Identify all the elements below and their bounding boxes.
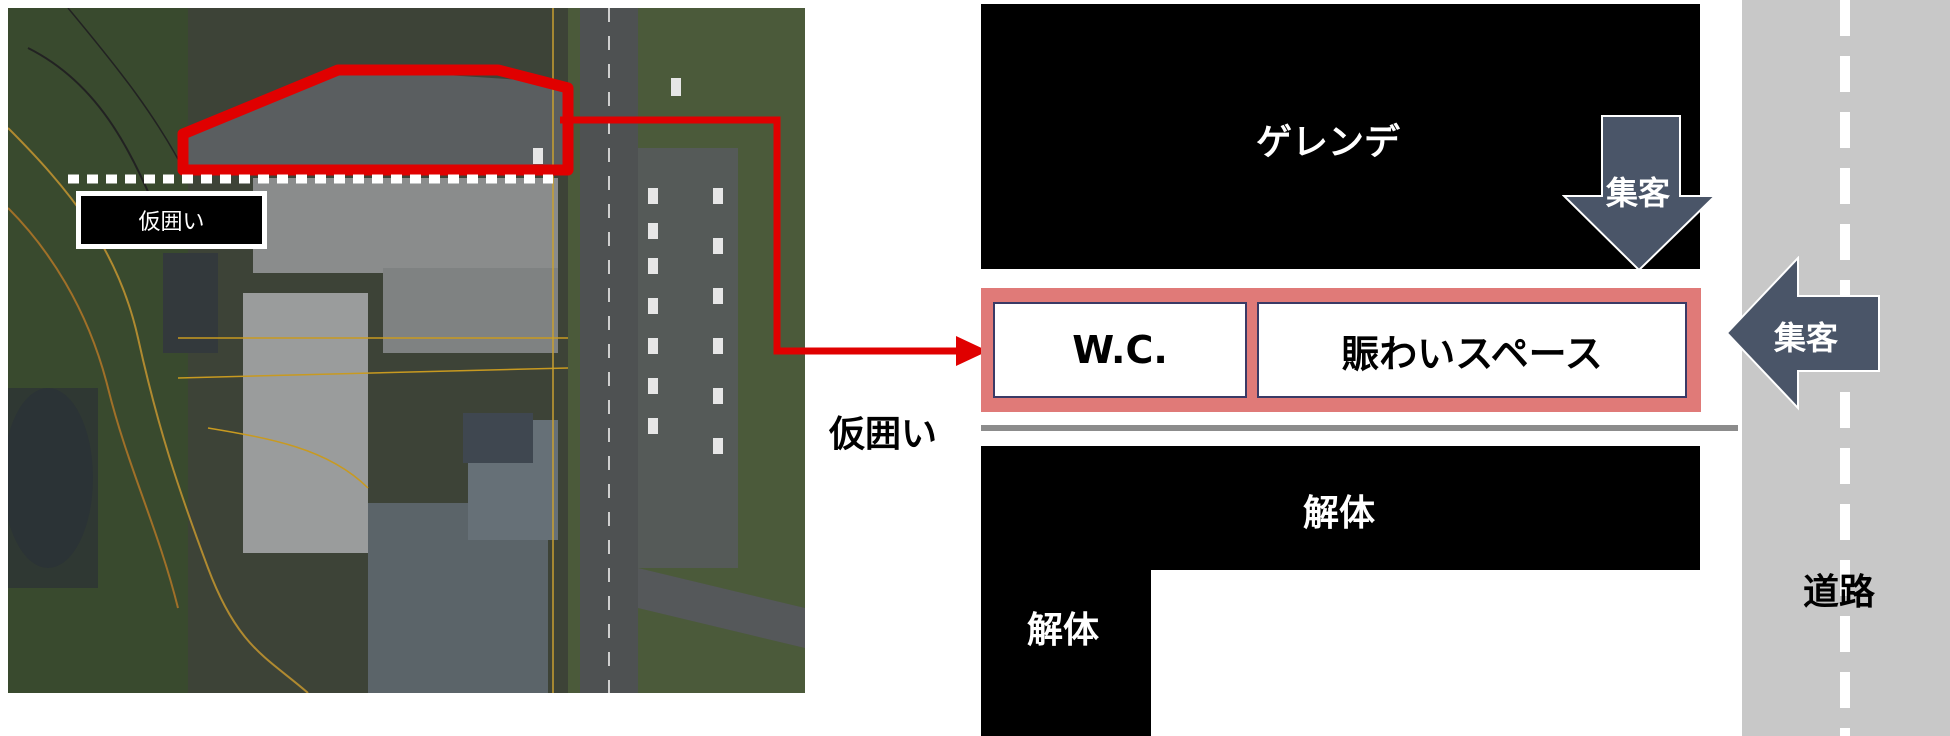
wc-cell: W.C. <box>993 302 1247 398</box>
nigiwai-space-label: 賑わいスペース <box>1341 331 1603 376</box>
route-arrow-icon <box>560 116 988 366</box>
temp-fence-label: 仮囲い <box>76 191 267 249</box>
demolition-upper-label: 解体 <box>1303 493 1376 534</box>
wc-label: W.C. <box>1072 328 1168 372</box>
temp-fence-line-diagram <box>981 425 1738 431</box>
route-outline <box>177 64 574 176</box>
attract-right-label: 集客 <box>1774 319 1839 357</box>
nigiwai-space-cell: 賑わいスペース <box>1257 302 1687 398</box>
temp-fence-label-diagram: 仮囲い <box>829 414 938 455</box>
demolition-upper-block <box>981 446 1700 570</box>
gelande-block: ゲレンデ <box>981 4 1700 269</box>
gelande-label: ゲレンデ <box>1256 122 1401 163</box>
down-arrow-icon <box>1562 115 1717 272</box>
demolition-lower-block <box>981 568 1151 736</box>
road-label: 道路 <box>1803 572 1876 613</box>
demolition-lower-label: 解体 <box>1027 610 1100 651</box>
attract-top-label: 集客 <box>1606 174 1671 212</box>
left-arrow-icon <box>1725 256 1880 411</box>
